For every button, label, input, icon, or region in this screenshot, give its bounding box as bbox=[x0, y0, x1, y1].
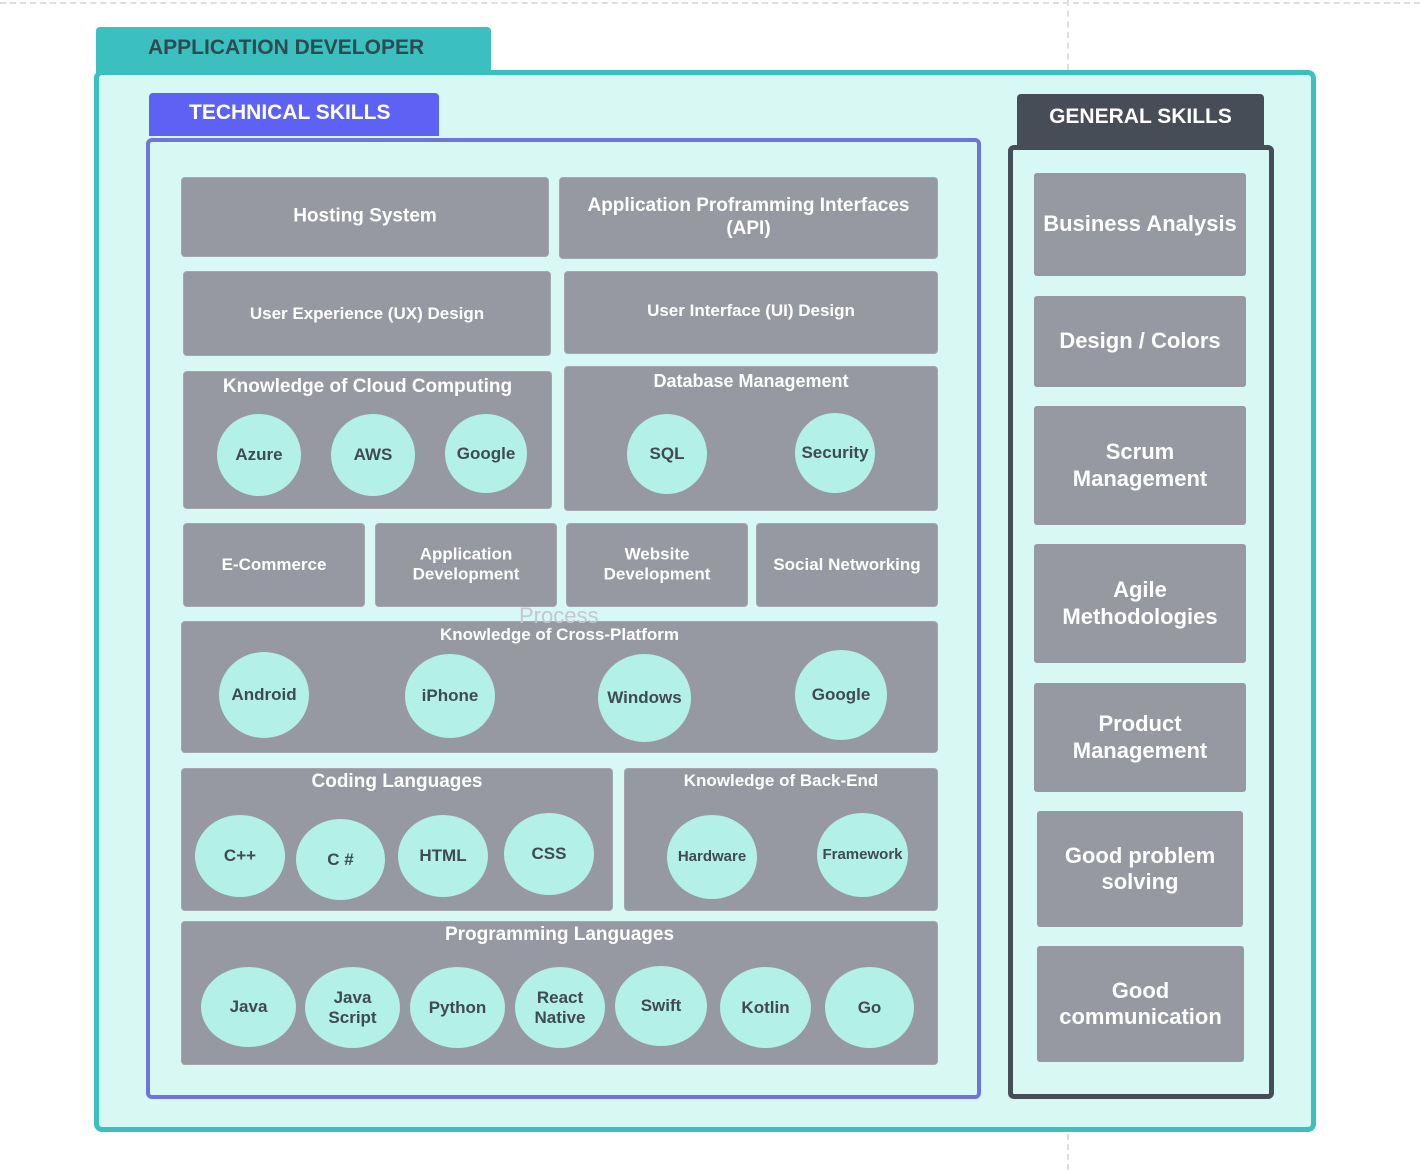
general-skills-panel[interactable] bbox=[1008, 145, 1274, 1099]
application-developer-title: APPLICATION DEVELOPER bbox=[148, 36, 425, 59]
general-skill-business-analysis[interactable]: Business Analysis bbox=[1034, 173, 1246, 276]
canvas-guide-vertical-bottom bbox=[1067, 1134, 1069, 1170]
technical-skills-panel[interactable] bbox=[146, 138, 981, 1099]
coding-item-csharp[interactable]: C # bbox=[296, 819, 385, 900]
ecommerce-label: E-Commerce bbox=[221, 554, 327, 574]
database-management-title: Database Management bbox=[653, 371, 849, 391]
cloud-computing-title: Knowledge of Cloud Computing bbox=[222, 376, 513, 397]
cross-platform-item-iphone[interactable]: iPhone bbox=[405, 654, 495, 738]
programming-item-javascript[interactable]: Java Script bbox=[305, 967, 400, 1048]
application-development-label: Application Development bbox=[412, 544, 520, 584]
cloud-item-google[interactable]: Google bbox=[445, 414, 527, 493]
website-development-box[interactable]: Website Development bbox=[567, 524, 747, 606]
social-networking-box[interactable]: Social Networking bbox=[757, 524, 937, 606]
api-box[interactable]: Application Proframming Interfaces (API) bbox=[560, 178, 937, 258]
back-end-item-framework[interactable]: Framework bbox=[817, 813, 908, 897]
cross-platform-title: Knowledge of Cross-Platform bbox=[440, 625, 679, 644]
cross-platform-item-android[interactable]: Android bbox=[219, 652, 309, 738]
hosting-system-label: Hosting System bbox=[293, 205, 437, 227]
coding-languages-title: Coding Languages bbox=[311, 771, 483, 792]
database-item-security[interactable]: Security bbox=[795, 413, 875, 493]
programming-item-kotlin[interactable]: Kotlin bbox=[720, 967, 811, 1048]
coding-item-cpp[interactable]: C++ bbox=[195, 815, 285, 897]
general-skill-communication[interactable]: Good communication bbox=[1037, 946, 1244, 1062]
general-skill-scrum-management[interactable]: Scrum Management bbox=[1034, 406, 1246, 525]
ux-design-label: User Experience (UX) Design bbox=[249, 303, 485, 323]
programming-item-swift[interactable]: Swift bbox=[615, 966, 707, 1046]
cross-platform-item-windows[interactable]: Windows bbox=[598, 654, 691, 742]
technical-skills-title: TECHNICAL SKILLS bbox=[189, 101, 391, 124]
general-skill-agile-methodologies[interactable]: Agile Methodologies bbox=[1034, 544, 1246, 663]
programming-item-python[interactable]: Python bbox=[410, 967, 505, 1048]
general-skill-product-management[interactable]: Product Management bbox=[1034, 683, 1246, 792]
database-item-sql[interactable]: SQL bbox=[627, 414, 707, 494]
canvas-guide-horizontal bbox=[0, 2, 1420, 4]
programming-languages-title: Programming Languages bbox=[444, 924, 675, 945]
cross-platform-item-google[interactable]: Google bbox=[795, 650, 887, 740]
coding-item-css[interactable]: CSS bbox=[504, 813, 594, 895]
technical-skills-tab[interactable]: TECHNICAL SKILLS bbox=[149, 93, 439, 136]
ui-design-box[interactable]: User Interface (UI) Design bbox=[565, 272, 937, 353]
coding-item-html[interactable]: HTML bbox=[398, 815, 488, 897]
general-skills-title: GENERAL SKILLS bbox=[1049, 105, 1232, 128]
ecommerce-box[interactable]: E-Commerce bbox=[184, 524, 364, 606]
application-development-box[interactable]: Application Development bbox=[376, 524, 556, 606]
api-label: Application Proframming Interfaces (API) bbox=[587, 195, 910, 239]
cloud-item-azure[interactable]: Azure bbox=[217, 414, 301, 496]
programming-item-java[interactable]: Java bbox=[201, 967, 296, 1047]
database-management-box[interactable]: Database Management bbox=[565, 367, 937, 510]
programming-item-go[interactable]: Go bbox=[825, 967, 914, 1048]
back-end-title: Knowledge of Back-End bbox=[683, 771, 879, 790]
ui-design-label: User Interface (UI) Design bbox=[647, 301, 855, 320]
cloud-item-aws[interactable]: AWS bbox=[331, 414, 415, 496]
social-networking-label: Social Networking bbox=[773, 554, 921, 574]
back-end-item-hardware[interactable]: Hardware bbox=[667, 815, 757, 899]
canvas-guide-vertical-top bbox=[1067, 0, 1069, 70]
ux-design-box[interactable]: User Experience (UX) Design bbox=[184, 272, 550, 355]
process-text: Process bbox=[519, 603, 599, 628]
general-skill-problem-solving[interactable]: Good problem solving bbox=[1037, 811, 1243, 927]
programming-item-react-native[interactable]: React Native bbox=[515, 967, 605, 1048]
general-skills-tab[interactable]: GENERAL SKILLS bbox=[1017, 94, 1264, 146]
website-development-label: Website Development bbox=[603, 544, 711, 584]
hosting-system-box[interactable]: Hosting System bbox=[182, 178, 548, 256]
application-developer-tab[interactable]: APPLICATION DEVELOPER bbox=[96, 27, 491, 73]
general-skill-design-colors[interactable]: Design / Colors bbox=[1034, 296, 1246, 387]
